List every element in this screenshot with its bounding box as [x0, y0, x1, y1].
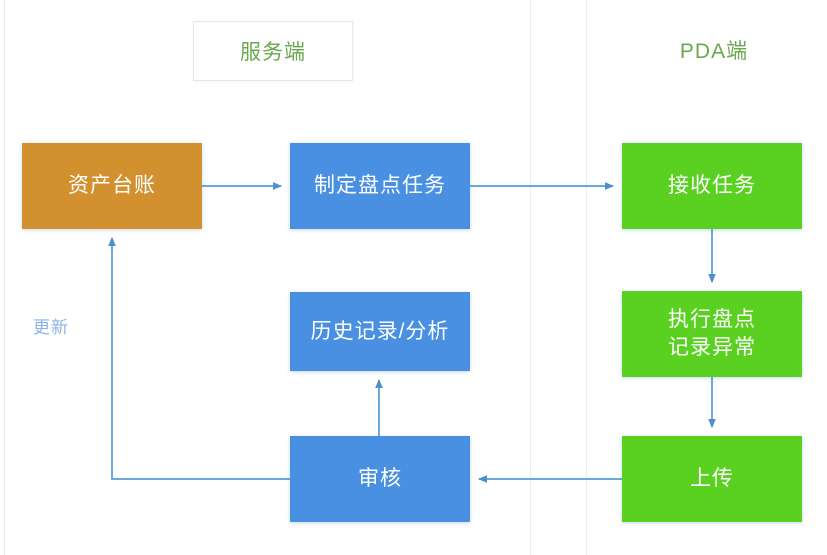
node-execute-count[interactable]: 执行盘点 记录异常 — [622, 291, 802, 377]
edge-review-to-asset-ledger-update — [108, 237, 290, 480]
edge-label-update: 更新 — [33, 318, 69, 337]
node-create-task[interactable]: 制定盘点任务 — [290, 143, 470, 229]
swimlane-divider-middle — [530, 0, 531, 555]
swimlane-divider-right — [586, 0, 587, 555]
node-history-analysis[interactable]: 历史记录/分析 — [290, 292, 470, 371]
lane-header-pda: PDA端 — [625, 30, 803, 70]
swimlane-divider-left — [4, 0, 5, 555]
node-review[interactable]: 审核 — [290, 436, 470, 522]
lane-header-server: 服务端 — [193, 21, 353, 81]
node-execute-count-label-line1: 执行盘点 — [668, 308, 756, 332]
node-create-task-label: 制定盘点任务 — [314, 174, 446, 198]
node-execute-count-label-line2: 记录异常 — [668, 336, 756, 359]
node-receive-task[interactable]: 接收任务 — [622, 143, 802, 229]
node-asset-ledger[interactable]: 资产台账 — [22, 143, 202, 229]
node-upload[interactable]: 上传 — [622, 436, 802, 522]
node-upload-label: 上传 — [690, 467, 734, 491]
lane-header-server-label: 服务端 — [240, 41, 306, 64]
node-receive-task-label: 接收任务 — [668, 174, 756, 198]
node-asset-ledger-label: 资产台账 — [68, 174, 156, 198]
lane-header-pda-label: PDA端 — [679, 40, 749, 63]
node-review-label: 审核 — [358, 467, 402, 491]
node-history-analysis-label: 历史记录/分析 — [310, 319, 450, 343]
